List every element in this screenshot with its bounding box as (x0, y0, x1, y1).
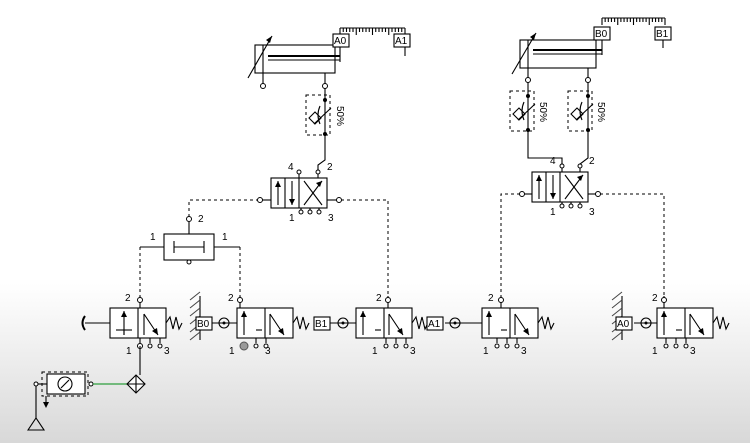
and-valve-port-1-right: 1 (222, 232, 228, 243)
throttle-percent-a: 50% (334, 106, 345, 126)
position-scale-b (601, 17, 666, 55)
a1-valve-port-1: 1 (483, 346, 489, 357)
sensor-label-a1-bottom: A1 (426, 316, 444, 331)
wall-hatch-a0 (611, 291, 623, 341)
valve-b-port-3: 3 (589, 207, 595, 218)
cylinder-a[interactable] (247, 35, 340, 89)
svg-text:A1: A1 (395, 36, 408, 47)
a0-valve-port-3: 3 (690, 346, 696, 357)
start-valve-port-2: 2 (125, 293, 131, 304)
and-valve-port-2: 2 (198, 214, 204, 225)
sensor-label-a0-bottom: A0 (615, 316, 633, 331)
a1-valve-port-3: 3 (521, 346, 527, 357)
svg-text:B0: B0 (197, 319, 210, 330)
sensor-label-b0-top: B0 (593, 26, 611, 41)
sensor-label-b1-top: B1 (654, 26, 672, 41)
valve-b-port-4: 4 (550, 156, 556, 167)
valve-a-port-2: 2 (327, 162, 333, 173)
line-b-port2 (579, 150, 589, 166)
and-valve-port-1-left: 1 (150, 232, 156, 243)
throttle-percent-b-right: 50% (595, 102, 606, 122)
svg-text:B1: B1 (315, 319, 328, 330)
valve-b-port-1: 1 (550, 207, 556, 218)
roller-valve-a1[interactable] (445, 296, 555, 349)
a0-valve-port-1: 1 (652, 346, 658, 357)
signal-a0-to-valve-b (600, 193, 665, 296)
line-b-port4 (527, 150, 563, 166)
flow-control-valve-b-left[interactable] (509, 82, 536, 150)
a0-valve-port-2: 2 (652, 293, 658, 304)
position-scale-a (339, 27, 406, 62)
throttle-percent-b-left: 50% (537, 102, 548, 122)
supply-connector[interactable] (126, 346, 146, 394)
signal-b1-to-valve-a (341, 199, 389, 296)
valve-a-port-1: 1 (289, 213, 295, 224)
directional-valve-a[interactable] (257, 169, 342, 215)
svg-text:A0: A0 (334, 36, 347, 47)
svg-text:B1: B1 (656, 29, 669, 40)
compressed-air-supply[interactable] (26, 371, 94, 431)
line-a-port2 (317, 143, 326, 172)
svg-text:A0: A0 (617, 319, 630, 330)
sensor-label-a1-top: A1 (393, 33, 411, 48)
a1-valve-port-2: 2 (488, 293, 494, 304)
roller-valve-a0[interactable] (611, 291, 730, 349)
pressed-supply-port (239, 341, 249, 351)
b0-valve-port-1: 1 (229, 346, 235, 357)
b1-valve-port-1: 1 (372, 346, 378, 357)
sensor-label-b1-bottom: B1 (313, 316, 331, 331)
dual-pressure-valve[interactable] (140, 216, 240, 265)
wall-hatch-b0 (189, 291, 201, 341)
svg-text:B0: B0 (595, 29, 608, 40)
start-valve-port-1: 1 (126, 346, 132, 357)
valve-a-port-4: 4 (288, 162, 294, 173)
flow-control-valve-a[interactable] (305, 88, 332, 143)
svg-text:A1: A1 (428, 319, 441, 330)
b0-valve-port-3: 3 (265, 346, 271, 357)
valve-a-port-3: 3 (328, 213, 334, 224)
directional-valve-b[interactable] (519, 163, 601, 209)
start-button-valve[interactable] (81, 296, 183, 349)
b1-valve-port-2: 2 (376, 293, 382, 304)
flow-control-valve-b-right[interactable] (567, 82, 594, 150)
b0-valve-port-2: 2 (228, 293, 234, 304)
valve-b-port-2: 2 (589, 156, 595, 167)
b1-valve-port-3: 3 (410, 346, 416, 357)
signal-and-to-valve-a (188, 199, 258, 217)
sensor-label-a0-top: A0 (332, 33, 350, 48)
start-valve-port-3: 3 (164, 346, 170, 357)
sensor-label-b0-bottom: B0 (195, 316, 213, 331)
signal-a1-to-valve-b (500, 193, 520, 296)
roller-valve-b1[interactable] (330, 296, 429, 349)
cylinder-b[interactable] (511, 32, 602, 83)
